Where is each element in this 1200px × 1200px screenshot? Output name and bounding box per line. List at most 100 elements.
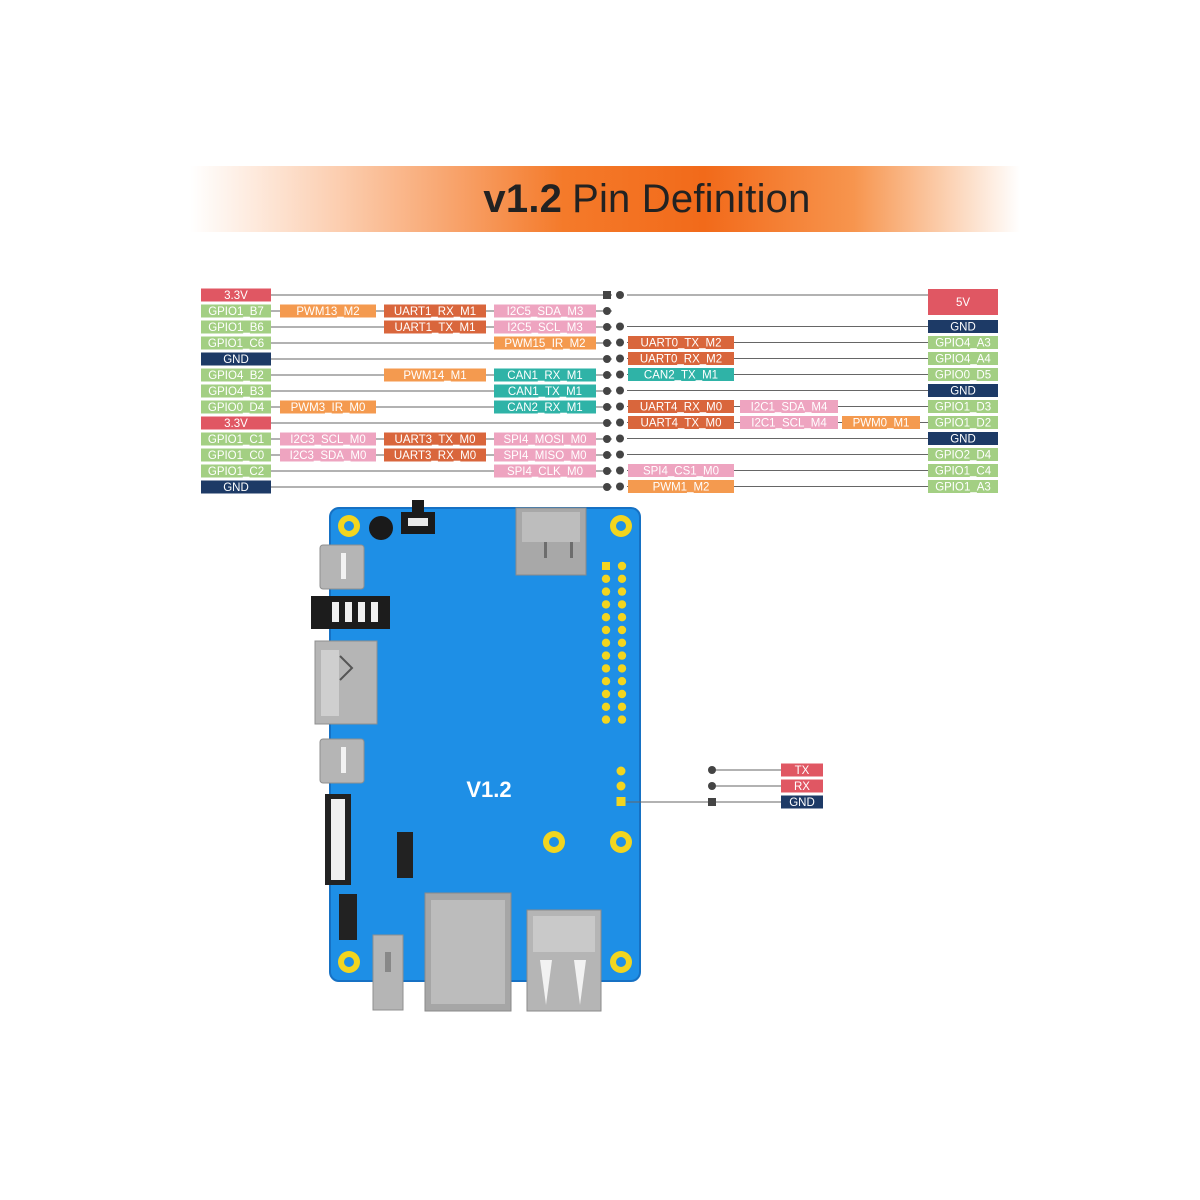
debug-pin-label-text: RX	[794, 781, 810, 793]
left-pin-label: GND	[201, 352, 271, 366]
left-pin-function: I2C3_SCL_M0	[280, 432, 376, 446]
left-pin-function-text: I2C3_SDA_M0	[290, 450, 367, 462]
left-pin-function-text: PWM3_IR_M0	[291, 402, 366, 414]
debug-pin-label-bg	[781, 795, 823, 809]
left-pin-function-bg	[494, 464, 596, 478]
left-pin-function-bg	[494, 336, 596, 350]
pin-marker	[603, 323, 611, 331]
fpc-connector-small	[339, 894, 357, 940]
left-pin-label-text: GPIO1_C2	[208, 466, 264, 478]
left-pin-label-bg	[201, 336, 271, 350]
right-pin-function: UART0_RX_M2	[628, 352, 734, 366]
left-pin-function-text: I2C5_SCL_M3	[507, 322, 582, 334]
pin-marker	[603, 467, 611, 475]
right-pin-label-bg	[928, 336, 998, 349]
left-pin-label-text: GPIO1_B7	[208, 306, 264, 318]
left-pin-label: 3.3V	[201, 416, 271, 430]
pin-marker	[616, 466, 624, 475]
debug-pin-label: GND	[781, 795, 823, 809]
right-pin-label-bg	[928, 368, 998, 381]
header-pin	[617, 625, 627, 635]
right-pin-function: PWM0_M1	[842, 416, 920, 430]
right-pin-label-text: GPIO1_D2	[935, 418, 991, 430]
debug-pin-marker	[708, 766, 716, 774]
left-pin-function: PWM13_M2	[280, 304, 376, 318]
left-pin-label-text: GPIO4_B3	[208, 386, 264, 398]
right-pin-function-bg	[842, 416, 920, 429]
left-pin-label: GPIO1_C2	[201, 464, 271, 478]
header-pin	[617, 587, 627, 596]
pin-marker	[603, 355, 611, 363]
header-pin	[617, 664, 627, 673]
left-pin-function-text: SPI4_CLK_M0	[507, 466, 583, 478]
pin-marker	[616, 482, 624, 491]
board-gpio-header	[601, 561, 627, 724]
right-pin-label-text: GPIO1_A3	[935, 482, 991, 494]
right-pin-function: PWM1_M2	[628, 480, 734, 494]
header-pin	[601, 613, 611, 622]
left-pin-function: CAN1_RX_M1	[494, 368, 596, 382]
left-pin-label-bg	[201, 368, 271, 382]
right-pin-function-text: UART4_RX_M0	[640, 402, 722, 414]
left-pin-function: I2C3_SDA_M0	[280, 448, 376, 462]
pin-marker	[603, 419, 611, 427]
right-pin-label-text: GPIO1_C4	[935, 466, 992, 478]
left-pin-function-text: SPI4_MOSI_M0	[503, 434, 586, 446]
left-pin-function-text: PWM15_IR_M2	[504, 338, 585, 350]
right-pin-label: GPIO4_A3	[928, 336, 998, 350]
left-pin-label: GPIO1_C6	[201, 336, 271, 350]
page-title: v1.2 Pin Definition	[190, 166, 1020, 232]
right-pin-label-text: GPIO0_D5	[935, 370, 991, 382]
left-pin-function-bg	[494, 320, 596, 334]
left-pin-label-text: GPIO0_D4	[208, 402, 265, 414]
left-pin-function-text: UART3_TX_M0	[395, 434, 476, 446]
left-pin-label-text: GPIO1_B6	[208, 322, 264, 334]
header-pin	[617, 689, 627, 699]
right-pin-label-bg	[928, 320, 998, 333]
left-pin-function: UART1_RX_M1	[384, 304, 486, 318]
debug-pin-label-text: GND	[789, 797, 815, 809]
left-pin-function: PWM14_M1	[384, 368, 486, 382]
left-pin-label-bg	[201, 432, 271, 446]
left-pin-label-text: GPIO4_B2	[208, 370, 264, 382]
right-pin-label-text: GND	[950, 434, 976, 446]
right-pin-label: GND	[928, 320, 998, 334]
pin-marker	[603, 307, 611, 315]
header-pin	[602, 562, 610, 570]
right-pin-label-bg	[928, 480, 998, 493]
left-pin-function-bg	[384, 432, 486, 446]
gpio-header-pinout: 3.3V GPIO1_B7 PWM13_M2 UART1_RX_M1 I2C5_SDA_…	[201, 288, 998, 494]
left-pin-function-bg	[494, 304, 596, 318]
right-pin-function: I2C1_SDA_M4	[740, 400, 838, 414]
left-pin-function-bg	[384, 304, 486, 318]
pin-marker	[616, 450, 624, 459]
left-pin-function-text: I2C5_SDA_M3	[507, 306, 584, 318]
left-pin-function: I2C5_SCL_M3	[494, 320, 596, 334]
right-pin-label-bg	[928, 416, 998, 429]
pin-marker	[616, 418, 624, 427]
left-pin-function: SPI4_CLK_M0	[494, 464, 596, 478]
left-pin-label: 3.3V	[201, 288, 271, 302]
header-pin	[601, 715, 611, 724]
header-pin	[617, 651, 627, 660]
left-pin-function-bg	[280, 400, 376, 414]
left-pin-label-bg	[201, 304, 271, 318]
header-pin	[601, 651, 611, 660]
header-pin	[601, 638, 611, 647]
left-pin-function: PWM15_IR_M2	[494, 336, 596, 350]
header-pin	[601, 664, 611, 673]
right-pin-function-text: PWM0_M1	[853, 418, 910, 430]
left-pin-label-bg	[201, 416, 271, 430]
pin-marker	[603, 387, 611, 395]
right-pin-label-bg	[928, 448, 998, 461]
header-pin	[617, 561, 627, 571]
board-illustration: V1.2	[311, 500, 641, 1012]
left-pin-function-text: PWM14_M1	[403, 370, 466, 382]
right-pin-label-bg	[928, 400, 998, 413]
left-pin-function-text: I2C3_SCL_M0	[290, 434, 365, 446]
left-pin-label-bg	[201, 352, 271, 366]
left-pin-function-text: PWM13_M2	[296, 306, 359, 318]
debug-pin-marker	[708, 798, 716, 806]
right-pin-function-text: UART4_TX_M0	[641, 418, 722, 430]
